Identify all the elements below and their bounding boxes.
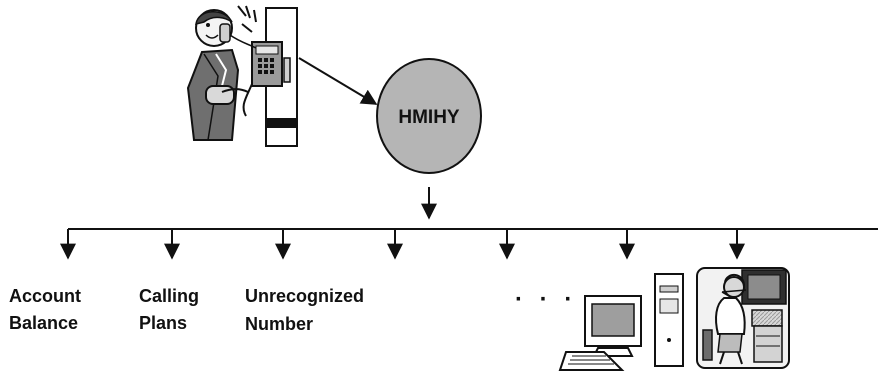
hmihy-hub-node: HMIHY — [376, 58, 482, 174]
branch-drops — [60, 229, 745, 260]
branch-labels: Account Balance Calling Plans Unrecogniz… — [9, 286, 364, 334]
more-branches-ellipsis: · · · — [515, 286, 577, 313]
caller-to-hub-arrow — [298, 57, 378, 105]
call-center-agent-icon — [696, 267, 790, 369]
branch-label-unrecognized-line-2: Number — [245, 314, 313, 334]
caller-on-payphone-icon — [186, 5, 298, 147]
branch-label-account-line-2: Balance — [9, 313, 78, 333]
branch-label-account-line-1: Account — [9, 286, 81, 306]
hub-label: HMIHY — [398, 107, 460, 128]
branch-label-unrecognized-line-1: Unrecognized — [245, 286, 364, 306]
computer-terminal-icon — [558, 273, 684, 371]
branch-label-calling-plans-line-1: Calling — [139, 286, 199, 306]
branch-label-calling-plans-line-2: Plans — [139, 313, 187, 333]
